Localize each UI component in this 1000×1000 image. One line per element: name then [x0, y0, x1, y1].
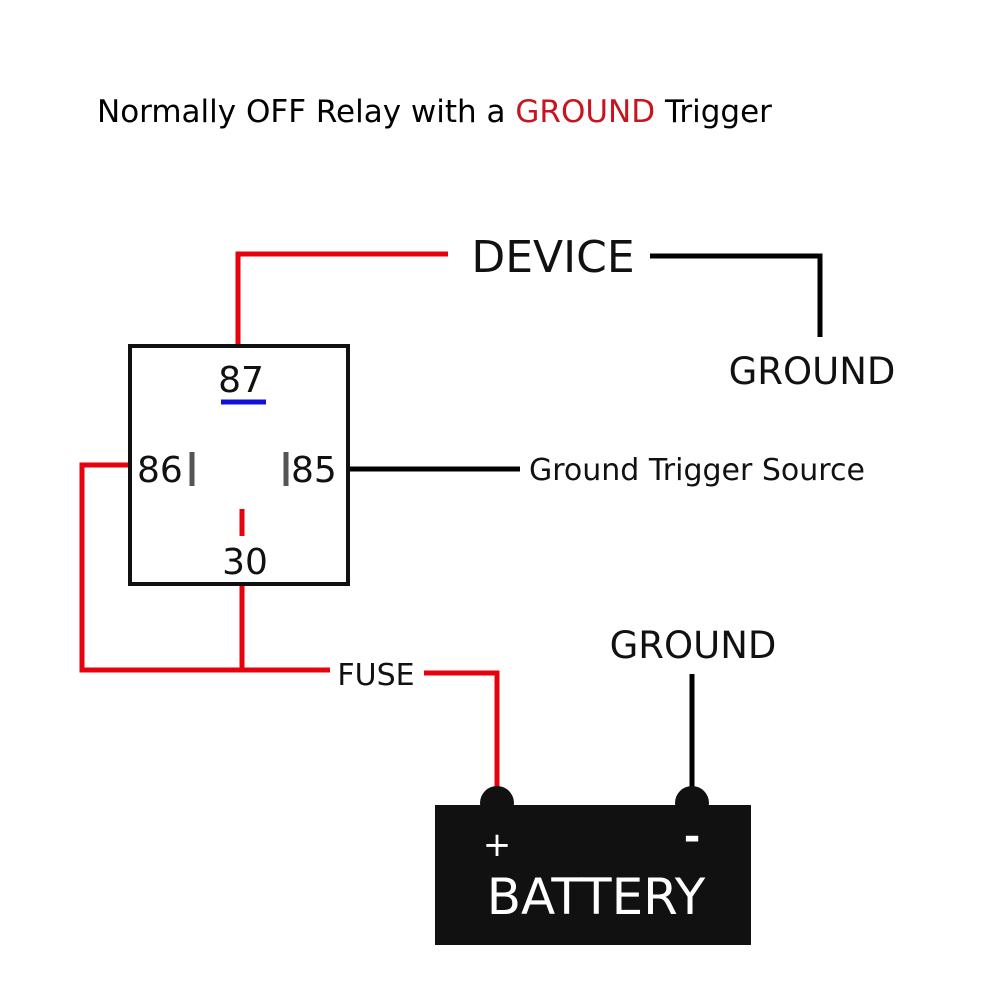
relay-pin-85: 85 — [291, 450, 337, 491]
diagram-title: Normally OFF Relay with a GROUND Trigger — [97, 94, 772, 130]
battery-positive-sign: + — [483, 825, 512, 865]
battery-body — [435, 805, 751, 945]
wire-30-down — [239, 586, 330, 673]
fuse-label: FUSE — [337, 658, 414, 693]
device-label: DEVICE — [471, 232, 634, 283]
wire-fuse-to-battery-positive — [424, 670, 500, 796]
battery-ground-label: GROUND — [610, 624, 777, 667]
title-highlight: GROUND — [515, 94, 655, 130]
relay-box — [128, 344, 350, 586]
device-ground-label: GROUND — [729, 350, 896, 393]
wire-86-loop — [79, 462, 242, 673]
title-part1: Normally OFF Relay with a — [97, 94, 515, 130]
trigger-source-label: Ground Trigger Source — [529, 453, 865, 488]
title-part2: Trigger — [655, 94, 772, 130]
relay-pin-30: 30 — [222, 542, 268, 583]
battery-label: BATTERY — [487, 868, 706, 926]
wire-device-to-ground — [650, 253, 823, 337]
battery-negative-sign: - — [684, 814, 701, 860]
wire-87-to-device — [235, 251, 448, 345]
relay-pin-87: 87 — [218, 360, 264, 401]
relay-pin-86: 86 — [137, 450, 183, 491]
